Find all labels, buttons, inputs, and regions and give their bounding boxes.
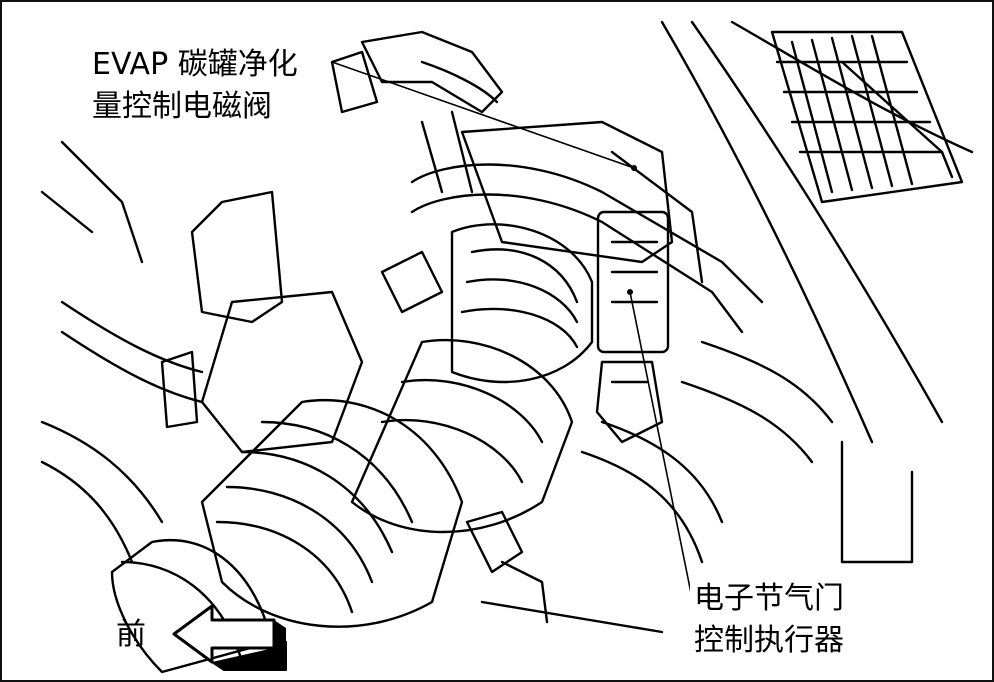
front-label: 前 (116, 617, 146, 652)
throttle-label-line2: 控制执行器 (690, 622, 848, 660)
evap-label-line1: EVAP 碳罐净化 (88, 46, 302, 84)
evap-leader-line (331, 61, 635, 169)
vent-grille (770, 30, 964, 204)
evap-label-line2: 量控制电磁阀 (88, 88, 276, 126)
evap-hose (410, 163, 764, 304)
evap-valve-body (360, 30, 504, 114)
fender-curve (690, 20, 944, 424)
throttle-label-line1: 电子节气门 (690, 580, 848, 618)
etc-leader-line (629, 291, 693, 599)
etc-leader-dot (627, 289, 633, 295)
throttle-body (460, 120, 674, 264)
hose-clamp (380, 250, 444, 314)
fender-curve-inner (660, 20, 874, 444)
left-component (190, 190, 284, 324)
evap-leader-dot (631, 165, 637, 171)
strut-panel (840, 440, 914, 564)
front-arrow-icon (172, 604, 287, 671)
air-intake-duct (110, 223, 594, 674)
